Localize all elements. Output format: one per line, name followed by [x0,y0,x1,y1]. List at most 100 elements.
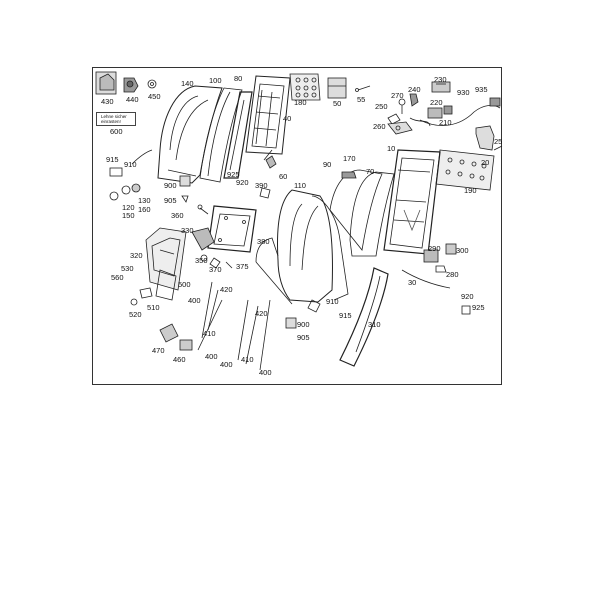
callout-220: 220 [430,98,443,107]
callout-935: 935 [475,85,488,94]
callout-170: 170 [343,154,356,163]
callout-400-c: 400 [220,360,233,369]
diagram-frame [92,67,502,385]
knob-900b [285,317,297,329]
callout-25: 25 [494,137,503,146]
callout-230: 230 [434,75,447,84]
seat-cushion-110 [255,189,349,305]
lumbar-mat-190 [435,149,495,191]
callout-510: 510 [147,303,160,312]
sensor-210 [409,117,431,127]
cover-90 [329,169,383,251]
screw-375 [225,261,233,269]
callout-70: 70 [366,167,375,176]
callout-55: 55 [357,95,366,104]
screw-55 [355,85,371,92]
callout-420-a: 420 [220,285,233,294]
callout-60: 60 [279,172,288,181]
buckle-470 [159,323,179,343]
hinge-500 [155,269,177,301]
callout-400-d: 400 [259,368,272,377]
callout-80: 80 [234,74,243,83]
clip-240 [409,93,419,107]
bracket-250 [387,113,401,125]
switch-230 [431,81,451,93]
bolt-520 [130,298,138,306]
callout-520: 520 [129,310,142,319]
cable-30 [401,269,451,289]
cable-930 [419,97,501,126]
backrest-frame-80 [223,91,253,179]
connector-300 [445,243,457,255]
frame-380 [207,205,257,253]
bracket-260 [387,121,413,135]
part-910 [307,299,321,313]
callout-410-b: 410 [241,355,254,364]
callout-925-right: 925 [472,303,485,312]
clip-60 [265,155,277,169]
callout-500: 500 [178,280,191,289]
callout-400-b: 400 [205,352,218,361]
clip-170 [341,171,357,179]
callout-290: 290 [428,244,441,253]
cover-320 [145,227,187,291]
headrest-pad-50 [327,77,347,99]
callout-240: 240 [408,85,421,94]
knob-900 [179,175,191,187]
callout-910-right: 910 [326,297,339,306]
spring-150 [109,183,141,201]
callout-90: 90 [323,160,332,169]
callout-250: 250 [375,102,388,111]
callout-20: 20 [481,158,490,167]
callout-910-left: 910 [124,160,137,169]
callout-180: 180 [294,98,307,107]
bracket-510 [139,287,153,299]
callout-150: 150 [122,211,135,220]
rear-backrest-frame-10 [383,149,441,255]
cables-400-420 [197,281,271,371]
screw-360 [197,204,209,215]
callout-330: 330 [181,226,194,235]
callout-40: 40 [283,114,292,123]
lumbar-mat-180 [289,73,321,101]
motor-290 [423,249,439,263]
callout-390: 390 [255,181,268,190]
callout-10: 10 [387,144,396,153]
callout-420-b: 420 [255,309,268,318]
callout-905-left: 905 [164,196,177,205]
callout-375: 375 [236,262,249,271]
clip-390 [259,187,271,199]
callout-900-left: 900 [164,181,177,190]
part-915 [109,149,153,177]
module-220 [427,105,453,119]
callout-900-right: 900 [297,320,310,329]
backrest-cover-140 [157,85,223,184]
parts-920-925 [461,305,471,315]
callout-100: 100 [209,76,222,85]
warning-text-line-1: Lehne sicher [101,114,127,119]
callout-430: 430 [101,97,114,106]
side-trim-310 [339,267,389,367]
actuator-330 [191,227,215,251]
bolt-270 [398,98,406,114]
cover-70 [349,171,395,257]
clip-905 [181,195,189,203]
callout-260: 260 [373,122,386,131]
warning-text-line-2: einrasten! [101,119,121,124]
callout-310: 310 [368,320,381,329]
callout-920-right: 920 [461,292,474,301]
callout-300: 300 [456,246,469,255]
callout-370: 370 [209,265,222,274]
callout-190: 190 [464,186,477,195]
backrest-pad-100 [199,87,243,183]
warning-label-600: Lehne sicher einrasten! [96,112,136,126]
part-370 [209,257,221,269]
callout-110: 110 [294,181,306,190]
callout-380: 380 [257,237,270,246]
callout-915-right: 915 [339,311,352,320]
clip-440 [123,77,139,93]
callout-920-left: 920 [236,178,249,187]
callout-270: 270 [391,91,404,100]
nut-450 [147,79,157,89]
